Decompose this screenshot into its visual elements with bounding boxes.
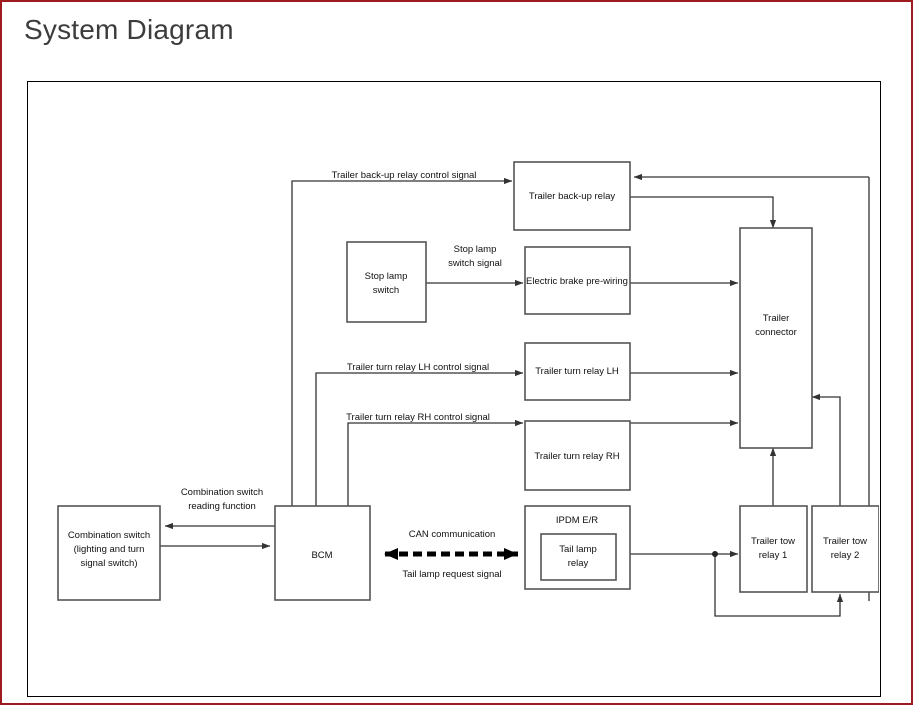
node-label-stop-lamp-switch-line2: switch — [373, 285, 399, 296]
node-trailer-connector[interactable]: Trailer connector — [739, 227, 813, 449]
node-trailer-tow-relay-1[interactable]: Trailer tow relay 1 — [739, 505, 808, 593]
node-label-trailer-turn-relay-lh: Trailer turn relay LH — [535, 366, 619, 377]
wire-bcm-to-turn-relay-rh — [347, 419, 524, 506]
edge-label-tail-lamp-request: Tail lamp request signal — [402, 569, 501, 580]
wire-backup-relay-to-connector-top — [630, 196, 777, 229]
wire-bcm-to-turn-relay-lh — [315, 369, 524, 506]
node-trailer-turn-relay-lh[interactable]: Trailer turn relay LH — [524, 342, 631, 401]
node-label-tail-lamp-relay-line1: Tail lamp — [559, 544, 597, 555]
edge-label-backup-control: Trailer back-up relay control signal — [332, 170, 477, 181]
node-label-combination-switch-line1: Combination switch — [68, 530, 150, 541]
node-stop-lamp-switch[interactable]: Stop lamp switch — [346, 241, 427, 323]
node-label-trailer-tow-relay-1-line1: Trailer tow — [751, 536, 795, 547]
node-tail-lamp-relay[interactable]: Tail lamp relay — [540, 533, 617, 581]
edge-label-combo-read-line2: reading function — [188, 501, 256, 512]
node-label-combination-switch-line2: (lighting and turn — [74, 544, 145, 555]
node-label-trailer-turn-relay-rh: Trailer turn relay RH — [534, 451, 619, 462]
node-trailer-turn-relay-rh[interactable]: Trailer turn relay RH — [524, 420, 631, 491]
node-trailer-back-up-relay[interactable]: Trailer back-up relay — [513, 161, 631, 231]
node-label-trailer-tow-relay-1-line2: relay 1 — [759, 550, 788, 561]
node-label-trailer-tow-relay-2-line2: relay 2 — [831, 550, 860, 561]
page-title: System Diagram — [24, 14, 234, 45]
node-label-trailer-back-up-relay: Trailer back-up relay — [529, 191, 615, 202]
node-label-electric-brake-pre-wiring: Electric brake pre-wiring — [526, 276, 628, 287]
node-label-combination-switch-line3: signal switch) — [80, 558, 137, 569]
node-combination-switch[interactable]: Combination switch (lighting and turn si… — [57, 505, 161, 601]
edge-label-turn-rh-control: Trailer turn relay RH control signal — [346, 412, 490, 423]
node-label-bcm: BCM — [311, 550, 332, 561]
node-bcm[interactable]: BCM — [274, 505, 371, 601]
node-label-trailer-tow-relay-2-line1: Trailer tow — [823, 536, 867, 547]
edge-label-combo-read-line1: Combination switch — [181, 487, 263, 498]
wire-junction-dot — [712, 551, 718, 557]
diagram-frame: Trailer back-up relay Stop lamp switch E… — [27, 81, 881, 697]
edge-label-can-communication: CAN communication — [409, 529, 496, 540]
edge-label-turn-lh-control: Trailer turn relay LH control signal — [347, 362, 489, 373]
wire-junction-to-tow-relay-2 — [714, 554, 844, 617]
node-label-ipdm-er: IPDM E/R — [556, 515, 598, 526]
node-label-stop-lamp-switch-line1: Stop lamp — [365, 271, 408, 282]
node-label-trailer-connector-line1: Trailer — [763, 313, 790, 324]
wire-tow-relay-2-to-connector — [811, 393, 841, 506]
node-label-tail-lamp-relay-line2: relay — [568, 558, 589, 569]
node-electric-brake-pre-wiring[interactable]: Electric brake pre-wiring — [524, 246, 631, 315]
wire-bcm-to-backup-relay — [291, 177, 513, 506]
system-diagram-svg: Trailer back-up relay Stop lamp switch E… — [57, 161, 879, 617]
edge-label-stop-lamp-signal-line2: switch signal — [448, 258, 502, 269]
node-trailer-tow-relay-2[interactable]: Trailer tow relay 2 — [811, 505, 879, 593]
node-label-trailer-connector-line2: connector — [755, 327, 797, 338]
edge-label-stop-lamp-signal-line1: Stop lamp — [454, 244, 497, 255]
